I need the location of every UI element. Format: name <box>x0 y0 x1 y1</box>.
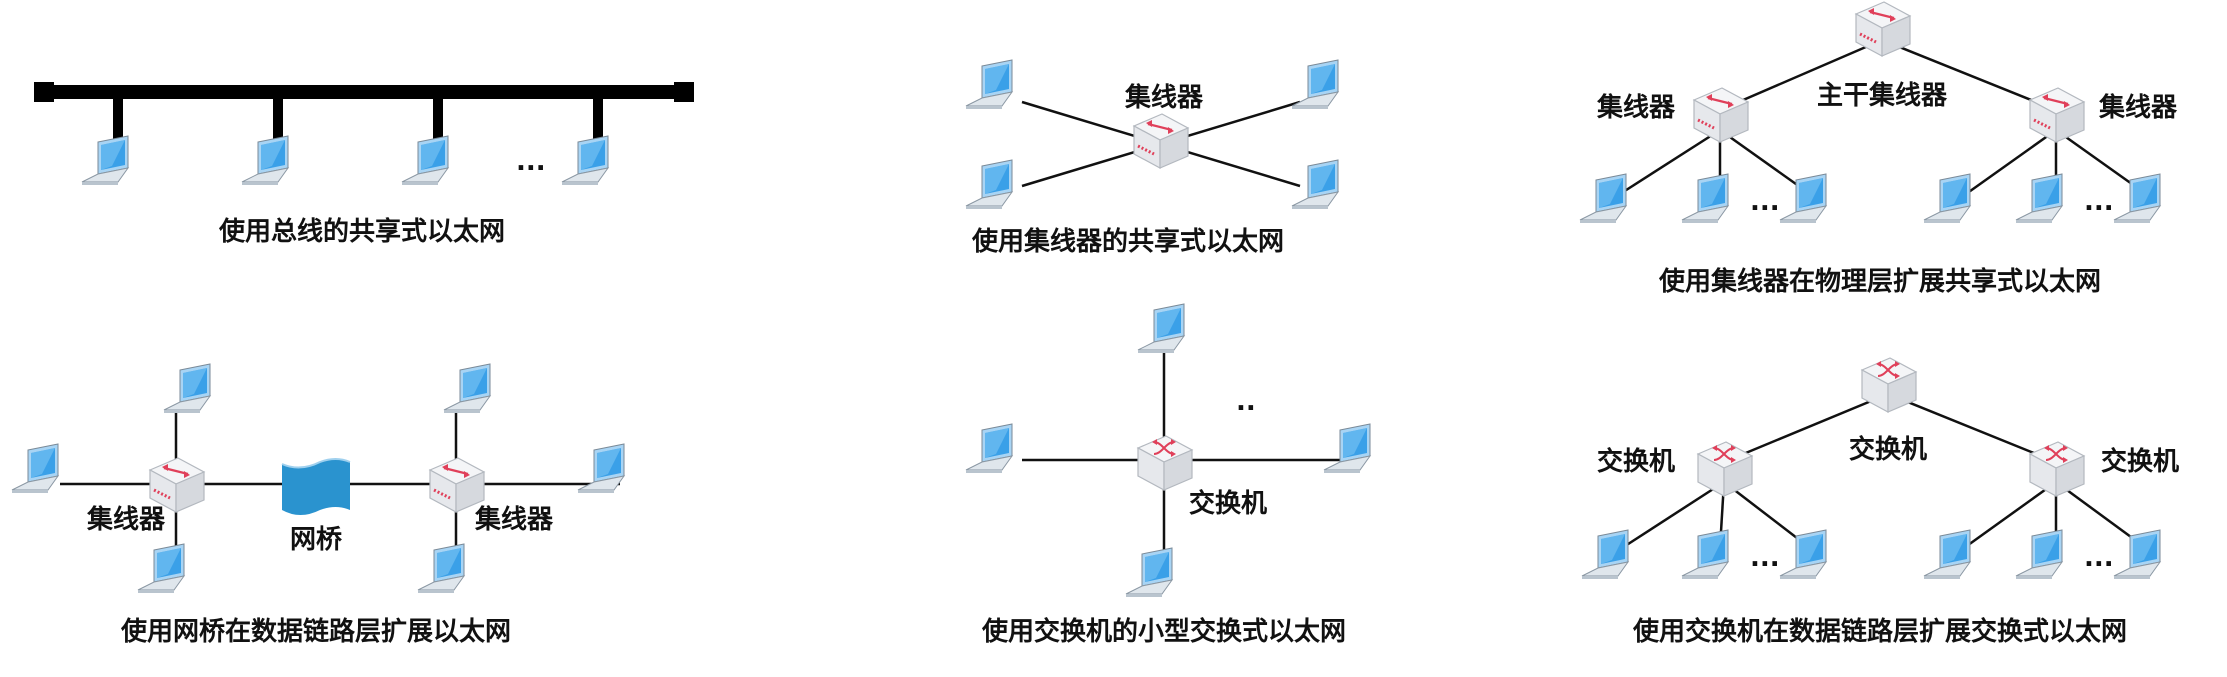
laptop-icon <box>1581 529 1629 580</box>
bridge-icon <box>281 458 351 515</box>
switch-icon <box>1862 358 1916 412</box>
laptop-icon <box>1779 529 1827 580</box>
laptop-icon <box>417 543 465 594</box>
switch-icon <box>2030 442 2084 496</box>
laptop-icon <box>1323 423 1371 474</box>
laptop-icon <box>241 135 289 186</box>
hub-star-diagram: 集线器 使用集线器的共享式以太网 <box>965 59 1339 257</box>
hub-tree-right-label: 集线器 <box>2098 92 2178 123</box>
switch-tree-top-label: 交换机 <box>1849 434 1927 465</box>
hub-tree-diagram: ... ... 主干集线器 集线器 集线器 使用集线器在物理层扩展共享式以太网 <box>1579 2 2178 297</box>
switch-star-diagram: .. 交换机 使用交换机的小型交换式以太网 <box>965 303 1371 647</box>
laptop-icon <box>1681 529 1729 580</box>
laptop-icon <box>1923 173 1971 224</box>
laptop-icon <box>1681 173 1729 224</box>
hub-icon <box>1694 88 1748 142</box>
hub-icon <box>1134 114 1188 168</box>
switch-star-label: 交换机 <box>1189 488 1267 519</box>
switch-tree-right-label: 交换机 <box>2101 446 2179 477</box>
hub-icon <box>2030 88 2084 142</box>
bridge-left-hub-label: 集线器 <box>86 504 166 535</box>
hub-icon <box>430 458 484 512</box>
laptop-icon <box>2113 529 2161 580</box>
laptop-icon <box>1125 547 1173 598</box>
laptop-icon <box>11 443 59 494</box>
hub-tree-ellipsis-left: ... <box>1750 187 1780 217</box>
hub-tree-left-label: 集线器 <box>1596 92 1676 123</box>
bus-terminator-right <box>674 82 694 102</box>
bus-caption: 使用总线的共享式以太网 <box>218 216 505 247</box>
switch-tree-caption: 使用交换机在数据链路层扩展交换式以太网 <box>1632 616 2127 647</box>
laptop-icon <box>965 423 1013 474</box>
bridge-caption: 使用网桥在数据链路层扩展以太网 <box>120 616 511 647</box>
bridge-diagram: 网桥 集线器 集线器 使用网桥在数据链路层扩展以太网 <box>11 363 625 647</box>
laptop-icon <box>561 135 609 186</box>
laptop-icon <box>1137 303 1185 354</box>
switch-star-ellipsis: .. <box>1236 387 1256 417</box>
hub-icon <box>150 458 204 512</box>
laptop-icon <box>137 543 185 594</box>
bridge-right-hub-label: 集线器 <box>474 504 554 535</box>
hub-tree-backbone-label: 主干集线器 <box>1817 80 1948 111</box>
laptop-icon <box>81 135 129 186</box>
laptop-icon <box>2015 173 2063 224</box>
hub-star-label: 集线器 <box>1124 82 1204 113</box>
switch-icon <box>1698 442 1752 496</box>
hub-star-caption: 使用集线器的共享式以太网 <box>971 226 1284 257</box>
laptop-icon <box>1579 173 1627 224</box>
switch-icon <box>1138 436 1192 490</box>
bus-terminator-left <box>34 82 54 102</box>
hub-tree-caption: 使用集线器在物理层扩展共享式以太网 <box>1658 266 2101 297</box>
laptop-icon <box>577 443 625 494</box>
laptop-icon <box>2015 529 2063 580</box>
switch-tree-ellipsis-right: ... <box>2084 543 2114 573</box>
bus-diagram: ... 使用总线的共享式以太网 <box>34 82 694 247</box>
bus-ellipsis: ... <box>516 147 546 177</box>
laptop-icon <box>163 363 211 414</box>
laptop-icon <box>401 135 449 186</box>
bridge-label: 网桥 <box>290 525 343 555</box>
laptop-icon <box>1923 529 1971 580</box>
laptop-icon <box>2113 173 2161 224</box>
switch-tree-ellipsis-left: ... <box>1750 543 1780 573</box>
laptop-icon <box>965 159 1013 210</box>
switch-star-caption: 使用交换机的小型交换式以太网 <box>981 616 1346 647</box>
laptop-icon <box>443 363 491 414</box>
laptop-icon <box>965 59 1013 110</box>
switch-tree-diagram: ... ... 交换机 交换机 交换机 使用交换机在数据链路层扩展交换式以太网 <box>1581 358 2179 647</box>
laptop-icon <box>1779 173 1827 224</box>
hub-tree-ellipsis-right: ... <box>2084 187 2114 217</box>
switch-tree-left-label: 交换机 <box>1597 446 1675 477</box>
